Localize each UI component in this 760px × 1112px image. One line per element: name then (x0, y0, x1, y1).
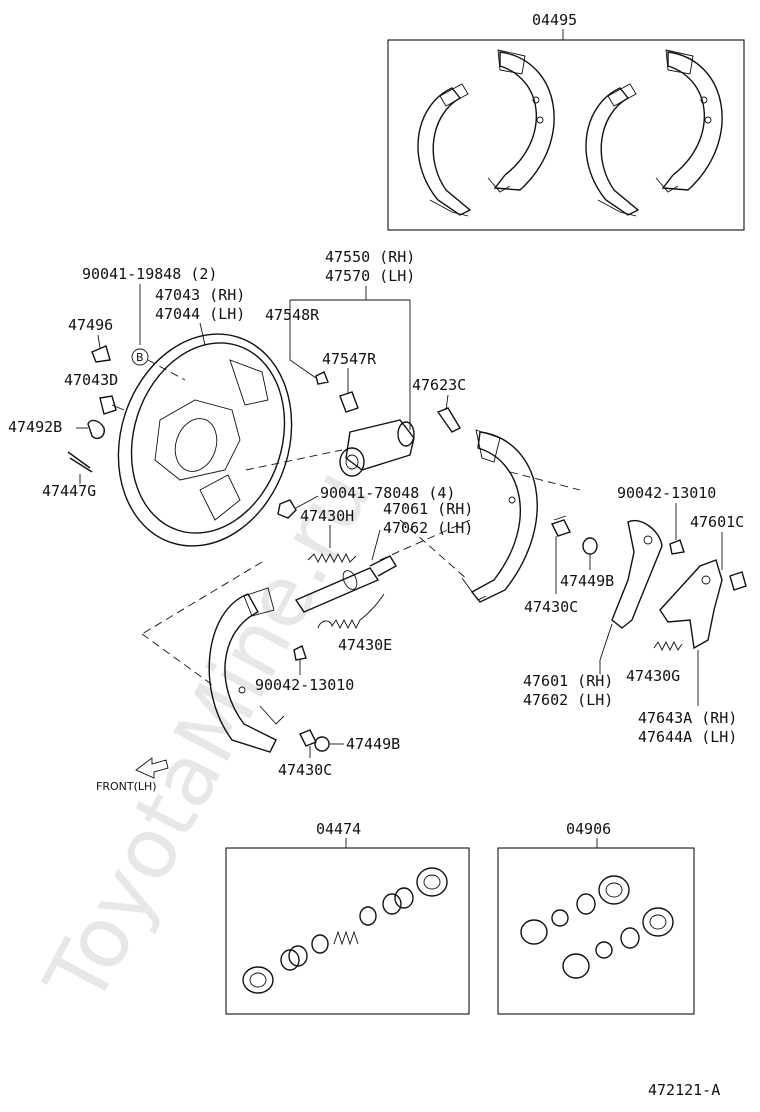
diagram-id: 472121-A (648, 1081, 720, 1099)
cap-icon (315, 371, 329, 385)
label-47601[interactable]: 47601 (RH) (523, 672, 613, 690)
kit-box-04906 (497, 847, 695, 1015)
label-47547R[interactable]: 47547R (322, 350, 377, 368)
label-47447G[interactable]: 47447G (42, 482, 96, 500)
bolt-icon (99, 395, 125, 415)
label-47430E[interactable]: 47430E (338, 636, 392, 654)
label-47043D[interactable]: 47043D (64, 371, 118, 389)
label-47550[interactable]: 47550 (RH) (325, 248, 415, 266)
label-90042-13010-right[interactable]: 90042-13010 (617, 484, 716, 502)
bleeder-screw-icon (339, 391, 359, 413)
plug-icon (91, 345, 111, 363)
clip-icon (729, 571, 747, 591)
label-47644A[interactable]: 47644A (LH) (638, 728, 737, 746)
label-47449B-right[interactable]: 47449B (560, 572, 614, 590)
circle-b-marker (131, 348, 149, 366)
kit-box-04474 (225, 847, 470, 1015)
adjusting-lever-icon (659, 559, 723, 650)
nut-icon (277, 499, 297, 519)
circle-b-letter: B (136, 351, 144, 364)
label-47601C[interactable]: 47601C (690, 513, 744, 531)
kit-label-04495[interactable]: 04495 (532, 11, 577, 29)
leader (97, 334, 101, 349)
wheel-cylinder-icon (339, 419, 415, 477)
brake-shoe-icon (655, 49, 723, 193)
label-47062[interactable]: 47062 (LH) (383, 519, 473, 537)
leader (445, 394, 449, 411)
spring-cup-icon (551, 515, 571, 537)
cylinder-kit-parts-icon (242, 867, 448, 994)
dash-line (141, 561, 263, 635)
kit-label-04474[interactable]: 04474 (316, 820, 361, 838)
spring-icon (317, 593, 385, 630)
nut-icon (293, 645, 307, 661)
grommet-icon (87, 419, 106, 440)
nut-icon (669, 539, 685, 555)
label-47496[interactable]: 47496 (68, 316, 113, 334)
dash-line (399, 519, 469, 581)
label-47449B-left[interactable]: 47449B (346, 735, 400, 753)
dash-line (245, 449, 343, 471)
backing-plate-icon (117, 333, 293, 547)
kit-label-04906[interactable]: 04906 (566, 820, 611, 838)
retainer-icon (582, 537, 598, 555)
label-90042-13010-left[interactable]: 90042-13010 (255, 676, 354, 694)
label-47430C-left[interactable]: 47430C (278, 761, 332, 779)
brake-shoe-icon (461, 429, 538, 603)
label-90041-78048[interactable]: 90041-78048 (4) (320, 484, 455, 502)
watermark: ToyotaMine.ru (26, 453, 390, 1020)
brake-shoe-icon (487, 49, 555, 193)
label-47430H[interactable]: 47430H (300, 507, 354, 525)
brake-shoe-icon (208, 587, 285, 753)
dash-line (141, 633, 215, 687)
parking-lever-icon (611, 519, 663, 629)
spring-icon (653, 640, 683, 652)
leader (289, 359, 317, 379)
retainer-icon (314, 736, 330, 752)
pin-icon (436, 407, 461, 433)
dash-line (147, 359, 186, 381)
label-47044[interactable]: 47044 (LH) (155, 305, 245, 323)
label-47061[interactable]: 47061 (RH) (383, 500, 473, 518)
label-47043[interactable]: 47043 (RH) (155, 286, 245, 304)
kit-box-04495 (387, 39, 745, 231)
dash-line (379, 519, 471, 561)
label-47492B[interactable]: 47492B (8, 418, 62, 436)
adjuster-strut-icon (294, 555, 397, 613)
spring-cup-icon (299, 729, 317, 747)
bleeder-bolt-icon (67, 451, 93, 473)
cylinder-kit-parts-icon (520, 875, 674, 979)
dash-line (509, 471, 581, 491)
spring-icon (307, 552, 357, 564)
brake-shoe-icon (417, 83, 472, 217)
label-90041-19848[interactable]: 90041-19848 (2) (82, 265, 217, 283)
label-47623C[interactable]: 47623C (412, 376, 466, 394)
front-marker-label: FRONT(LH) (96, 780, 157, 793)
leader (199, 322, 206, 346)
leader (599, 623, 613, 661)
leader (295, 495, 319, 509)
brake-shoe-icon (585, 83, 640, 217)
label-47430C-right[interactable]: 47430C (524, 598, 578, 616)
label-47602[interactable]: 47602 (LH) (523, 691, 613, 709)
label-47548R[interactable]: 47548R (265, 306, 320, 324)
label-47643A[interactable]: 47643A (RH) (638, 709, 737, 727)
label-47570[interactable]: 47570 (LH) (325, 267, 415, 285)
front-arrow-icon (135, 757, 169, 779)
label-47430G[interactable]: 47430G (626, 667, 680, 685)
leader (371, 529, 381, 561)
